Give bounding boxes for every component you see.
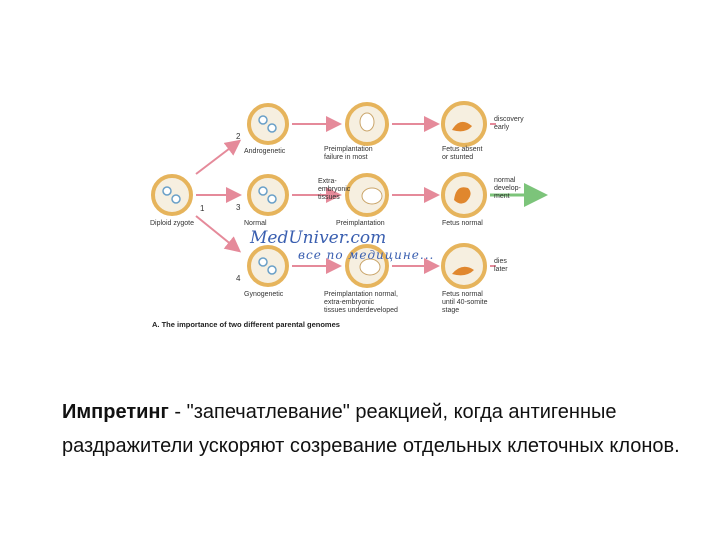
diploid-zygote-cell (151, 174, 193, 216)
normal-cell (247, 174, 289, 216)
label-fetus-until-somite: Fetus normal until 40-somite stage (442, 291, 488, 314)
label-gynogenetic: Gynogenetic (244, 291, 284, 298)
androgenetic-cell (247, 103, 289, 145)
description-text: - "запечатлевание" реакцией, когда антиг… (62, 401, 680, 457)
label-preimplantation-normal: Preimplantation normal, extra-embryonic … (324, 291, 398, 314)
note-middle: normal develop- ment (494, 177, 521, 200)
preimplantation-failure-cell (345, 102, 389, 146)
fetus-normal-cell (441, 172, 487, 218)
figure-drawing (151, 101, 548, 289)
number-1: 1 (200, 204, 205, 213)
preimplantation-normal-cell (345, 244, 389, 288)
description-paragraph: Импретинг - "запечатлевание" реакцией, к… (62, 395, 682, 463)
number-3: 3 (236, 203, 241, 212)
label-diploid-zygote: Diploid zygote (150, 220, 194, 227)
description-term: Импретинг (62, 401, 169, 423)
preimplantation-cell (345, 173, 389, 217)
watermark-sub: все по медицине... (298, 248, 435, 262)
watermark-main: MedUniver.com (250, 228, 387, 248)
label-fetus-normal: Fetus normal (442, 220, 483, 227)
number-2: 2 (236, 132, 241, 141)
label-normal: Normal (244, 220, 267, 227)
label-fetus-absent: Fetus absent or stunted (442, 146, 483, 161)
imprinting-figure: 1 2 3 4 Diploid zygote Androgenetic Norm… (140, 92, 560, 342)
arrow-zygote-androgenetic (195, 139, 242, 175)
label-preimplantation-failure: Preimplantation failure in most (324, 146, 373, 161)
note-bottom: dies later (494, 258, 508, 273)
note-top: discovery early (494, 116, 524, 131)
number-4: 4 (236, 274, 241, 283)
fetus-absent-cell (441, 101, 487, 147)
label-androgenetic: Androgenetic (244, 148, 286, 155)
label-preimplantation: Preimplantation (336, 220, 385, 227)
label-extra-embryonic: Extra- embryonic tissues (318, 178, 351, 201)
arrow-zygote-gynogenetic (195, 215, 242, 253)
fetus-until-somite-cell (441, 243, 487, 289)
figure-caption: A. The importance of two different paren… (152, 320, 340, 329)
gynogenetic-cell (247, 245, 289, 287)
